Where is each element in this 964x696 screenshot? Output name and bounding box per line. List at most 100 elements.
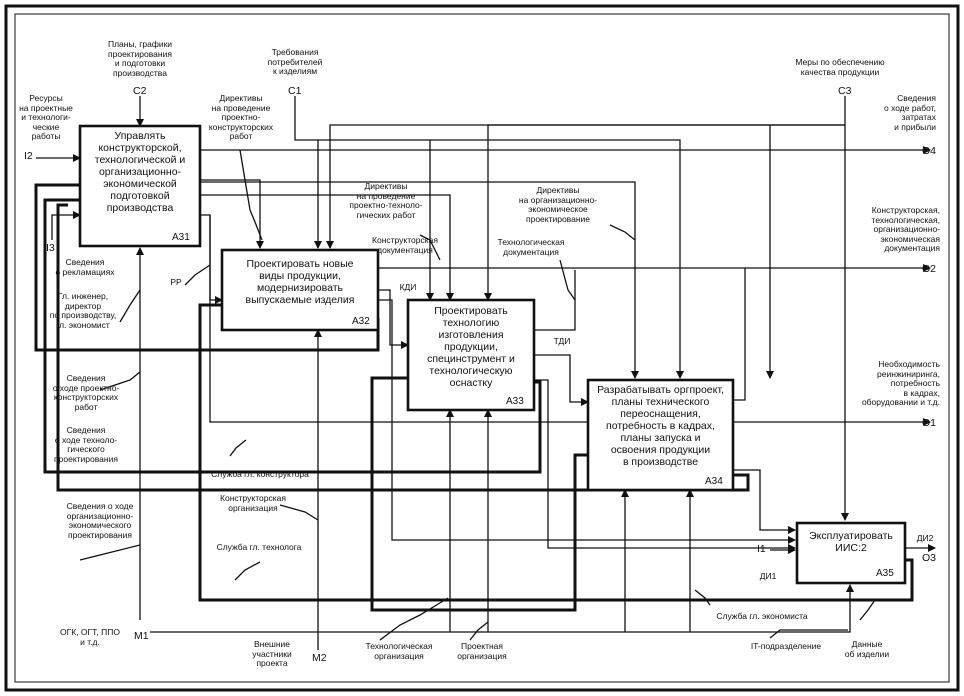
tech-org-label: Технологическая организация: [365, 641, 433, 661]
tech-doc-label: Технологическая документация: [497, 237, 565, 257]
c2-code: C2: [133, 85, 147, 97]
callout-konstr-org: [279, 504, 319, 521]
kdi-label: КДИ: [399, 282, 417, 292]
c1-to-a34: [318, 139, 684, 379]
feedback-a33-a34: [370, 376, 588, 612]
dir-a34-label: Директивы на организационно- экономическ…: [518, 185, 598, 224]
box-a31-id: A31: [172, 232, 190, 243]
m1-to-a35: [150, 584, 854, 633]
box-a33-id: A33: [506, 396, 524, 407]
box-a35[interactable]: [795, 521, 907, 585]
callout-gl-eng: [119, 289, 141, 323]
box-a34-text: Разрабатывать оргпроект, планы техническ…: [597, 384, 724, 468]
c1-code: C1: [288, 85, 302, 97]
box-a32-id: A32: [352, 316, 370, 327]
callout-pp: [184, 264, 211, 286]
box-a32[interactable]: [220, 248, 380, 332]
callout-tech-doc: [559, 259, 576, 301]
box-a31[interactable]: [78, 124, 202, 248]
svod-konstr-label: Сведения о ходе проектно- конструкторски…: [52, 373, 120, 412]
callout-dir-a32: [239, 149, 263, 241]
callout-data-izd: [859, 599, 876, 621]
m1-code: M1: [134, 630, 149, 642]
callout-tech-org: [379, 597, 449, 641]
feedback-a34: [56, 203, 750, 492]
outer-frame: [4, 4, 960, 692]
box-a33[interactable]: [406, 298, 536, 412]
pp-label: РР: [170, 277, 182, 287]
dir-a32-label: Директивы на проведение проектно- констр…: [208, 93, 274, 141]
callout-sl-econ: [694, 589, 711, 606]
o4-code: O4: [922, 145, 937, 157]
dir-a32-arrow: [200, 179, 264, 249]
feedback-loop-bottom: [198, 303, 914, 602]
a33-to-a35: [534, 379, 796, 552]
o3-sub: ДИ2: [916, 533, 934, 543]
a34-o2: [733, 268, 746, 401]
a32-to-a35: [378, 299, 796, 544]
m1-label: ОГК, ОГТ, ППО и т.д.: [60, 627, 120, 647]
dir-a33-arrow: [200, 194, 454, 301]
svod-org-label: Сведения о ходе организационно- экономич…: [66, 501, 134, 540]
tech-doc-line: [534, 270, 576, 331]
a31-to-a32-input: [200, 214, 223, 304]
c3-to-a32: [326, 124, 845, 249]
c2-label: Планы, графики проектирования и подготов…: [107, 39, 173, 78]
m2-label: Внешние участники проекта: [252, 639, 292, 668]
callout-sl-tech: [234, 561, 261, 581]
box-a32-text: Проектировать новые виды продукции, моде…: [245, 258, 355, 306]
kdi-arrow: [378, 289, 409, 349]
konstr-org-label: Конструкторская организация: [220, 493, 286, 513]
konstr-doc-label: Конструкторская документация: [372, 235, 438, 255]
i1-sub: ДИ1: [759, 571, 777, 581]
c3-label: Меры по обеспечению качества продукции: [795, 57, 885, 77]
callout-proj-org: [469, 621, 489, 641]
box-a33-text: Проектировать технологию изготовления пр…: [427, 305, 515, 389]
sl-konstr-label: Служба гл. конструктора: [211, 469, 309, 479]
feedback-a33: [43, 198, 542, 474]
inner-frame: [14, 13, 950, 683]
i1-code: I1: [757, 543, 766, 555]
c1-label: Требования потребителей к изделиям: [267, 47, 323, 76]
dir-a34-arrow: [200, 181, 639, 379]
i3-label: Сведения о рекламациях: [55, 257, 115, 277]
callout-dir-a34: [609, 224, 636, 241]
sl-econ-label: Служба гл. экономиста: [716, 611, 808, 621]
sl-tech-label: Служба гл. технолога: [216, 542, 302, 552]
it-label: IT-подразделение: [750, 641, 822, 651]
proj-org-label: Проектная организация: [457, 641, 507, 661]
c1-arrow: [294, 96, 322, 249]
i2-label: Ресурсы на проектные и технологи- ческие…: [19, 93, 73, 141]
i3-arrow: [51, 211, 81, 240]
callout-sl-konstr: [229, 439, 247, 457]
feedback-a32: [34, 183, 380, 352]
callout-konstr-doc: [419, 234, 441, 261]
o4-label: Сведения о ходе работ, затратах и прибыл…: [883, 93, 936, 132]
dir-a33-label: Директивы на проведение проектно-техноло…: [349, 181, 423, 220]
i3-code: I3: [46, 242, 55, 254]
gl-eng-label: Гл. инженер, директор по производству, г…: [49, 291, 117, 330]
callout-svod-org: [79, 544, 141, 561]
i2-code: I2: [24, 150, 33, 162]
box-a34[interactable]: [586, 378, 735, 492]
data-izd-label: Данные об изделии: [844, 639, 890, 659]
m2-code: M2: [312, 652, 327, 664]
callout-it: [769, 629, 848, 639]
tdi-label: ТДИ: [553, 336, 571, 346]
o1-code: O1: [922, 417, 937, 429]
o1-label: Необходимость реинжиниринга, потребность…: [861, 359, 940, 407]
box-a31-text: Управлять конструкторской, технологическ…: [94, 130, 186, 214]
o2-code: O2: [922, 263, 937, 275]
c3-code: C3: [838, 85, 852, 97]
box-a35-text: Эксплуатировать ИИС:2: [809, 530, 893, 554]
o2-label: Конструкторская, технологическая, органи…: [871, 205, 940, 253]
o3-code: O3: [922, 552, 937, 564]
svod-tech-label: Сведения о ходе техноло- гического проек…: [54, 425, 118, 464]
box-a35-id: A35: [876, 568, 894, 579]
callout-svod-konstr: [99, 371, 141, 391]
a34-to-a35: [733, 469, 796, 534]
box-a34-id: A34: [705, 476, 723, 487]
tdi-arrow: [534, 354, 589, 406]
